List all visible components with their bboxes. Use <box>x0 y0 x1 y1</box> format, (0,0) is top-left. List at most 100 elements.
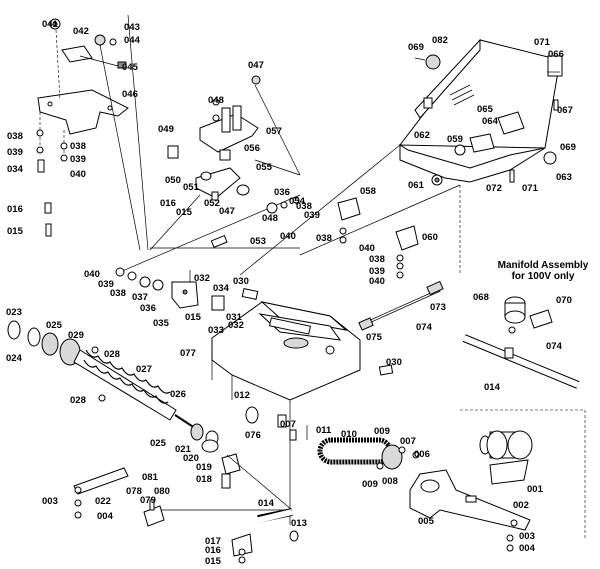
part-label: 079 <box>140 495 156 506</box>
part-label: 080 <box>154 486 170 497</box>
part-label: 014 <box>484 382 501 393</box>
part-label: 022 <box>95 496 111 507</box>
part-label: 048 <box>262 213 278 224</box>
part-label: 038 <box>369 254 385 265</box>
part-label: 005 <box>418 516 435 527</box>
part-label: 025 <box>46 320 63 331</box>
part-label: 004 <box>97 511 114 522</box>
part-label: 007 <box>280 419 296 430</box>
drive-shaft-parts <box>201 406 308 511</box>
part-label: 001 <box>527 484 544 495</box>
part-label: 033 <box>208 325 224 336</box>
part-label: 074 <box>416 322 433 333</box>
part-label: 024 <box>6 353 23 364</box>
part-label: 052 <box>204 198 220 209</box>
part-label: 041 <box>42 19 59 30</box>
brush-roll-assembly <box>7 320 219 446</box>
part-label: 003 <box>42 496 58 507</box>
part-label: 073 <box>430 302 446 313</box>
bottom-left-parts <box>73 467 299 564</box>
part-label: 003 <box>519 531 535 542</box>
bracket-058-060 <box>337 197 419 279</box>
part-label: 047 <box>219 206 235 217</box>
part-label: 053 <box>250 236 266 247</box>
part-label: 010 <box>341 429 357 440</box>
part-label: 062 <box>414 130 430 141</box>
part-label: 076 <box>245 430 261 441</box>
part-label: 058 <box>360 186 376 197</box>
part-label: 038 <box>70 141 86 152</box>
part-label: 039 <box>304 210 320 221</box>
part-label: 067 <box>557 105 573 116</box>
part-label: 039 <box>7 147 23 158</box>
part-label: 038 <box>316 233 332 244</box>
part-label: 021 <box>175 444 192 455</box>
part-label: 026 <box>170 389 186 400</box>
motor-bracket-072 <box>239 38 563 276</box>
part-label: 015 <box>176 207 193 218</box>
part-label: 069 <box>560 142 576 153</box>
part-label: 017 <box>205 536 221 547</box>
part-label: 037 <box>132 292 148 303</box>
part-label: 074 <box>546 341 563 352</box>
part-label: 050 <box>165 175 181 186</box>
part-label: 061 <box>408 180 425 191</box>
part-label: 025 <box>150 438 167 449</box>
part-label: 023 <box>6 307 22 318</box>
part-label: 039 <box>70 154 86 165</box>
part-label: 015 <box>205 556 222 567</box>
part-label: 009 <box>362 479 378 490</box>
cable-assembly <box>358 280 444 331</box>
part-labels: 041 042 043 044 045 046 038 039 034 038 … <box>6 19 576 567</box>
part-label: 020 <box>183 453 199 464</box>
part-label: 075 <box>366 332 383 343</box>
part-label: 038 <box>296 201 312 212</box>
motor-001 <box>460 409 586 540</box>
part-label: 031 <box>226 312 243 323</box>
part-label: 019 <box>196 462 212 473</box>
part-label: 029 <box>68 330 84 341</box>
part-label: 035 <box>153 318 170 329</box>
part-label: 032 <box>228 320 244 331</box>
part-label: 078 <box>126 486 142 497</box>
brush-roll-027 <box>73 349 177 421</box>
part-label: 038 <box>110 288 126 299</box>
part-label: 015 <box>7 226 24 237</box>
part-label: 071 <box>522 183 539 194</box>
manifold-note-line2: for 100V only <box>512 271 575 282</box>
part-label: 011 <box>316 425 332 436</box>
manifold-assembly <box>462 296 580 389</box>
part-label: 068 <box>473 292 489 303</box>
part-label: 045 <box>122 62 139 73</box>
part-label: 072 <box>486 183 502 194</box>
part-label: 040 <box>84 269 100 280</box>
part-label: 028 <box>70 395 86 406</box>
switch-bracket-assembly <box>149 75 301 251</box>
part-label: 063 <box>556 172 572 183</box>
part-label: 032 <box>194 273 210 284</box>
part-label: 082 <box>432 35 448 46</box>
link-rod-assembly <box>115 194 301 309</box>
part-label: 065 <box>477 104 494 115</box>
bracket-046-assembly <box>36 14 149 251</box>
part-label: 077 <box>180 348 196 359</box>
part-label: 016 <box>205 545 221 556</box>
part-label: 007 <box>400 436 416 447</box>
part-label: 018 <box>196 474 212 485</box>
part-label: 070 <box>556 295 572 306</box>
part-label: 042 <box>73 26 89 37</box>
part-label: 030 <box>233 276 249 287</box>
part-label: 044 <box>124 35 141 46</box>
part-label: 006 <box>414 449 430 460</box>
part-label: 048 <box>208 95 224 106</box>
part-label: 081 <box>142 472 159 483</box>
part-label: 051 <box>183 182 200 193</box>
part-label: 059 <box>447 134 463 145</box>
part-label: 057 <box>266 126 282 137</box>
part-label: 040 <box>280 231 296 242</box>
drive-belt-010 <box>317 437 420 470</box>
base-plate-005 <box>409 469 531 552</box>
part-label: 043 <box>124 22 140 33</box>
